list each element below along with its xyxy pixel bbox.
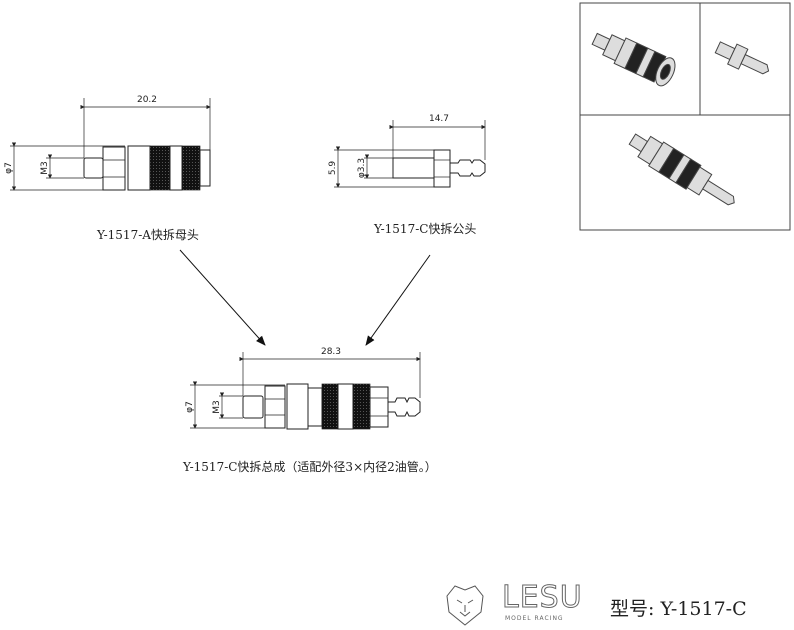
- part-c-label: Y-1517-C快拆公头: [374, 222, 477, 236]
- brand-logo: LESU: [502, 580, 583, 616]
- lion-logo-icon: [446, 585, 484, 626]
- assembly-length: 28.3: [321, 347, 341, 357]
- part-a-outer-dia: φ7: [4, 162, 14, 174]
- photo-coupler: [591, 32, 676, 87]
- brand-tagline: MODEL RACING: [505, 615, 564, 622]
- assembly-outer-dia: φ7: [185, 401, 195, 413]
- part-a-label: Y-1517-A快拆母头: [97, 228, 199, 242]
- arrow-a: [179, 249, 266, 346]
- part-a-drawing: [10, 98, 211, 191]
- assembly-label: Y-1517-C快拆总成（适配外径3×内径2油管。）: [183, 460, 437, 474]
- assembly-thread: M3: [212, 400, 222, 414]
- part-a-length: 20.2: [137, 95, 157, 105]
- part-c-length: 14.7: [429, 114, 449, 124]
- part-c-inner-dia: φ3.3: [357, 158, 367, 178]
- arrow-c: [365, 254, 431, 346]
- photo-nipple: [714, 41, 770, 75]
- part-c-outer-dia: 5.9: [328, 161, 338, 176]
- model-number: 型号: Y-1517-C: [610, 598, 747, 620]
- dimension-labels: 20.2 φ7 M3 14.7 5.9 φ3.3 28.3 φ7 M3: [4, 95, 449, 414]
- photo-assembly: [628, 133, 735, 206]
- product-photo-panel: [579, 2, 791, 231]
- part-c-drawing: [334, 120, 486, 188]
- part-a-thread: M3: [40, 161, 50, 175]
- assembly-drawing: [190, 352, 421, 430]
